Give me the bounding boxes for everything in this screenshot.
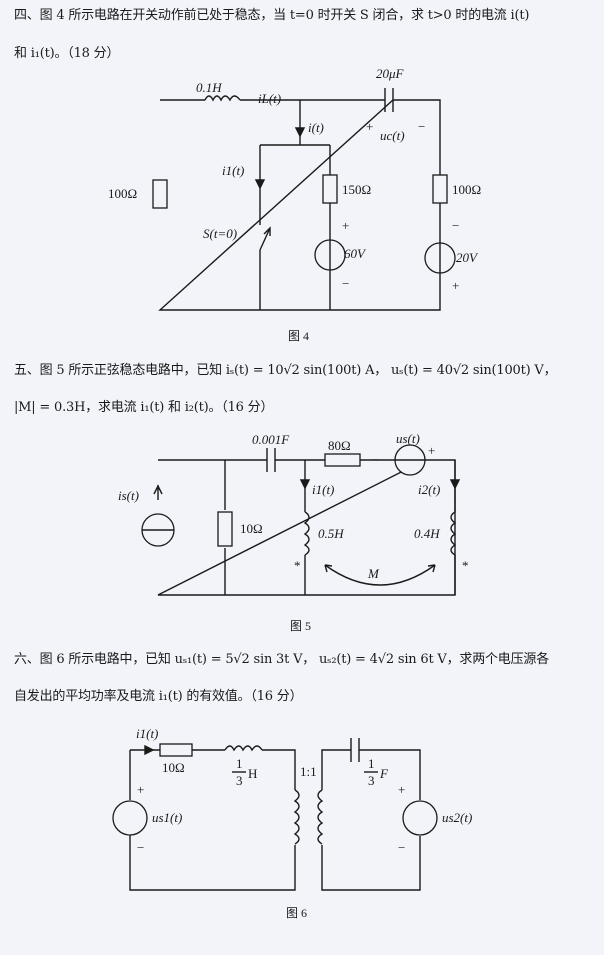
resistor-150 [322,174,338,204]
q6-text-line1: 六、图 6 所示电路中，已知 uₛ₁(t) = 5√2 sin 3t V， uₛ… [14,652,549,667]
transformer-secondary [317,789,324,845]
circuit-label: + [137,782,144,797]
label-L1: 0.5H [318,526,344,541]
caption-fig6: 图 6 [286,906,307,920]
circuit-label: + [452,278,459,293]
label-us1: us1(t) [152,810,182,825]
circuit-label: − [372,452,379,467]
label-i1: i1(t) [136,726,158,741]
label-L: 0.1H [196,80,222,95]
capacitor-0.001F [266,448,276,472]
mutual-arc [324,564,436,586]
circuit-label: + [342,218,349,233]
circuit-label: 3 [236,773,243,788]
label-V2: 20V [456,250,479,265]
label-us2: us2(t) [442,810,472,825]
label-C: F [379,766,389,781]
label-i1: i1(t) [312,482,334,497]
circuit-label: − [342,276,349,291]
resistor-80 [324,453,361,467]
label-R2: 150Ω [342,182,371,197]
label-S: S(t=0) [203,226,237,241]
label-uc: uc(t) [380,128,405,143]
label-R1: 100Ω [108,186,137,201]
q5-text-line2: |M| = 0.3H，求电流 i₁(t) 和 i₂(t)。（16 分） [14,400,274,415]
label-minus: − [418,119,425,134]
label-V1: 60V [344,246,367,261]
transformer-primary [293,789,300,845]
arrow-i [294,127,306,138]
circuit-label: + [428,443,435,458]
label-R3: 100Ω [452,182,481,197]
label-M: M [367,566,380,581]
figure-6: i1(t) 10Ω 1 3 H 1:1 1 3 F + us1(t) − + u… [112,726,472,920]
circuit-label: 1 [368,756,375,771]
label-i1: i1(t) [222,163,244,178]
caption-fig5: 图 5 [290,619,311,633]
label-R: 80Ω [328,438,351,453]
resistor-10 [159,743,193,757]
inductor-1/3H [224,745,263,752]
label-plus: + [366,119,373,134]
voltage-source-us2 [402,800,438,836]
label-L2: 0.4H [414,526,440,541]
q5-text-line1: 五、图 5 所示正弦稳态电路中，已知 iₛ(t) = 10√2 sin(100t… [14,363,557,378]
resistor-10 [217,511,233,547]
inductor-0.1H [204,95,241,102]
voltage-source-us1 [112,800,148,836]
circuit-label: 3 [368,773,375,788]
label-C: 20μF [376,66,405,81]
figure-5: 0.001F 80Ω us(t) − + is(t) 10Ω i1(t) i2(… [118,431,469,633]
label-iL: iL(t) [258,91,281,106]
label-R10: 10Ω [240,521,263,536]
inductor-0.5H [303,511,310,556]
switch-S [259,226,271,251]
circuit-label: * [462,558,469,573]
circuit-label: − [137,840,144,855]
q4-text-line2: 和 i₁(t)。（18 分） [14,46,120,61]
arrow-i1 [254,179,266,190]
label-ratio: 1:1 [300,764,317,779]
circuit-label: * [294,558,301,573]
circuit-label: + [398,782,405,797]
q4-text-line1: 四、图 4 所示电路在开关动作前已处于稳态，当 t=0 时开关 S 闭合，求 t… [14,8,530,23]
label-is: is(t) [118,488,139,503]
label-i: i(t) [308,120,324,135]
inductor-0.4H [450,511,457,556]
resistor-100-right [432,174,448,204]
label-R: 10Ω [162,760,185,775]
label-us: us(t) [396,431,420,446]
label-C: 0.001F [252,432,290,447]
circuit-label: − [398,840,405,855]
q6-text-line2: 自发出的平均功率及电流 i₁(t) 的有效值。（16 分） [14,689,303,704]
circuit-label: − [452,218,459,233]
label-L: H [248,766,257,781]
capacitor-20uF [384,88,394,112]
resistor-100-left [152,179,168,209]
figure-4: 0.1H iL(t) 20μF + uc(t) − i(t) i1(t) 100… [108,66,481,343]
caption-fig4: 图 4 [288,329,309,343]
circuit-label: 1 [236,756,243,771]
label-i2: i2(t) [418,482,440,497]
capacitor-1/3F [350,738,360,762]
